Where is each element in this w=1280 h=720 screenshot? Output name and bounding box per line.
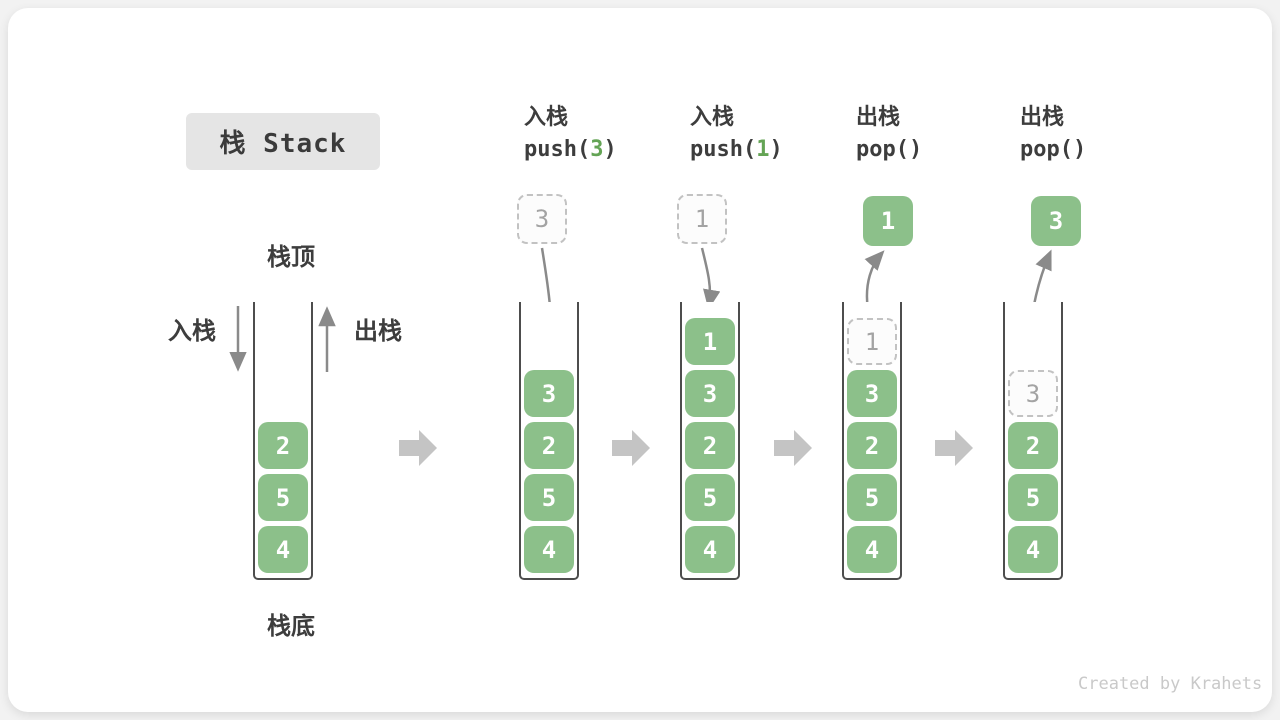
pop-out-label: 出栈 [354, 318, 402, 345]
op-code: pop() [1020, 139, 1180, 161]
code-arg: 1 [756, 137, 770, 162]
stack-cell: 2 [524, 422, 574, 469]
code-text: pop() [1020, 137, 1087, 162]
op-header-push3: 入栈 push(3) [524, 106, 684, 161]
floating-cell-push3: 3 [517, 194, 567, 244]
push1-arrow-icon [700, 247, 721, 310]
diagram-card: 栈 Stack 入栈 push(3) 入栈 push(1) 出栈 pop() 出… [8, 8, 1272, 712]
op-header-pop3: 出栈 pop() [1020, 106, 1180, 161]
floating-cell-pop1: 1 [863, 196, 913, 246]
stack-after-pop1: 1 3 2 5 4 [842, 302, 902, 580]
code-text: ) [769, 137, 783, 162]
code-text: ) [603, 137, 617, 162]
stack-cell: 4 [685, 526, 735, 573]
code-arg: 3 [590, 137, 604, 162]
step-arrow-icon [399, 430, 437, 466]
op-code: pop() [856, 139, 1016, 161]
floating-cell-push1: 1 [677, 194, 727, 244]
stack-cell: 3 [847, 370, 897, 417]
step-arrow-icon [774, 430, 812, 466]
code-text: push( [690, 137, 757, 162]
op-header-push1: 入栈 push(1) [690, 106, 850, 161]
stack-initial: 2 5 4 [253, 302, 313, 580]
stack-cell: 4 [524, 526, 574, 573]
op-label: 入栈 [690, 104, 735, 129]
stack-cell: 5 [685, 474, 735, 521]
stack-cell: 5 [258, 474, 308, 521]
stack-cell-ghost: 1 [847, 318, 897, 365]
stack-cell: 2 [258, 422, 308, 469]
op-label: 入栈 [524, 104, 569, 129]
stack-cell: 4 [1008, 526, 1058, 573]
floating-cell-pop3: 3 [1031, 196, 1081, 246]
stack-cell: 2 [847, 422, 897, 469]
stack-cell: 1 [685, 318, 735, 365]
stack-cell: 4 [847, 526, 897, 573]
stack-cell: 5 [847, 474, 897, 521]
stack-cell-ghost: 3 [1008, 370, 1058, 417]
stack-cell: 2 [1008, 422, 1058, 469]
stack-after-push1: 1 3 2 5 4 [680, 302, 740, 580]
title-text: 栈 Stack [219, 129, 347, 159]
stack-cell: 3 [685, 370, 735, 417]
code-text: pop() [856, 137, 923, 162]
step-arrow-icon [612, 430, 650, 466]
stack-cell: 4 [258, 526, 308, 573]
stack-cell: 5 [1008, 474, 1058, 521]
stack-after-pop3: 3 2 5 4 [1003, 302, 1063, 580]
op-header-pop1: 出栈 pop() [856, 106, 1016, 161]
op-code: push(1) [690, 139, 850, 161]
step-arrow-icon [935, 430, 973, 466]
code-text: push( [524, 137, 591, 162]
stack-cell: 2 [685, 422, 735, 469]
op-label: 出栈 [856, 104, 901, 129]
stack-cell: 3 [524, 370, 574, 417]
stack-bottom-label: 栈底 [267, 613, 315, 640]
credit-text: Created by Krahets [1078, 674, 1263, 694]
push-in-label: 入栈 [168, 318, 216, 345]
title-badge: 栈 Stack [186, 113, 380, 170]
op-code: push(3) [524, 139, 684, 161]
op-label: 出栈 [1020, 104, 1065, 129]
stack-cell: 5 [524, 474, 574, 521]
stack-top-label: 栈顶 [267, 244, 315, 271]
stack-after-push3: 3 2 5 4 [519, 302, 579, 580]
